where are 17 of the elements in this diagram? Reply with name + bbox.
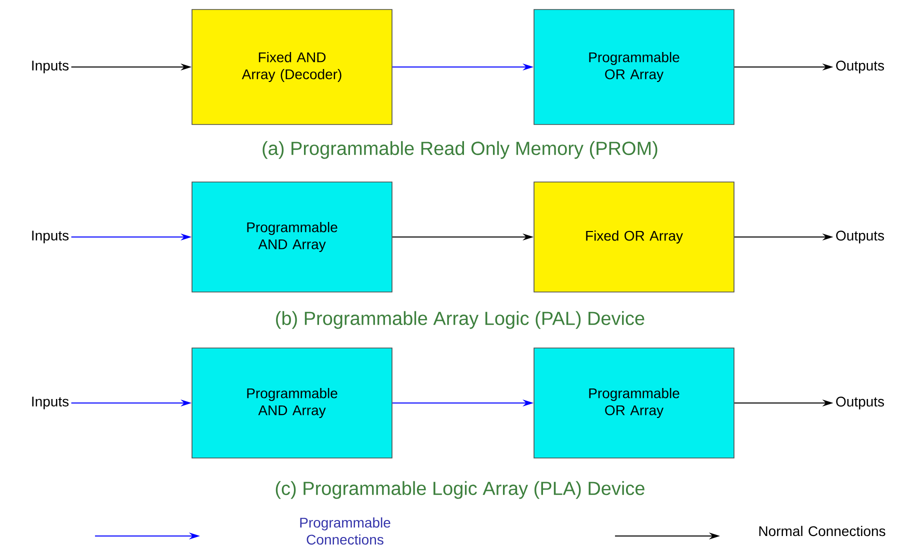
io-label: Inputs — [32, 396, 69, 410]
array-box: Programmable OR Array — [534, 9, 734, 125]
io-label: Outputs — [836, 396, 884, 410]
caption: (b) Programmable Array Logic (PAL) Device — [276, 311, 644, 329]
io-label: Inputs — [32, 60, 69, 74]
io-label: Inputs — [32, 230, 69, 244]
legend-text: Normal Connections — [759, 526, 886, 536]
array-box: Programmable AND Array — [192, 348, 392, 458]
array-box: Fixed AND Array (Decoder) — [192, 9, 392, 125]
caption: (a) Programmable Read Only Memory (PROM) — [262, 141, 658, 159]
caption: (c) Programmable Logic Array (PLA) Device — [276, 481, 644, 499]
array-box: Fixed OR Array — [534, 182, 734, 292]
io-label: Outputs — [836, 230, 884, 244]
array-box: Programmable AND Array — [192, 182, 392, 292]
legend-text: Programmable Connections — [300, 517, 390, 545]
array-box: Programmable OR Array — [534, 348, 734, 458]
io-label: Outputs — [836, 60, 884, 74]
